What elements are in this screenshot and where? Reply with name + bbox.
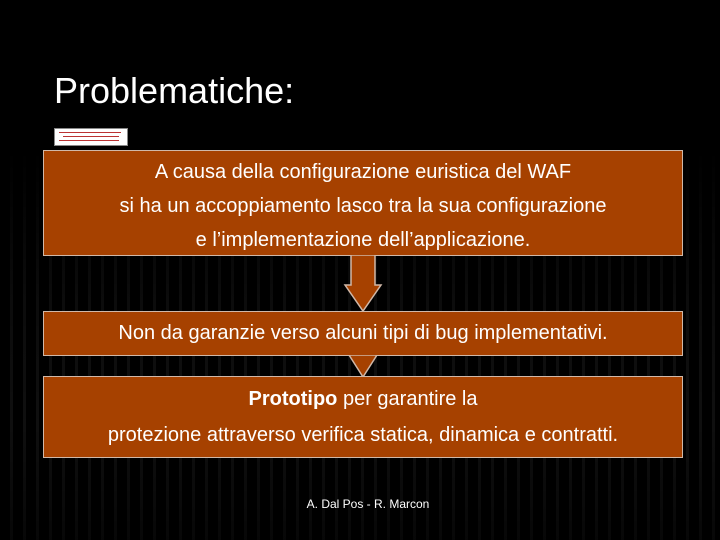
solution-line-2: protezione attraverso verifica statica, …: [107, 424, 619, 446]
problem-line-1: A causa della configurazione euristica d…: [154, 161, 572, 183]
solution-line-1: Prototipo per garantire la: [44, 381, 682, 417]
down-arrow-icon: [348, 355, 378, 379]
down-arrow-icon: [343, 255, 383, 313]
problem-line-3: e l’implementazione dell’applicazione.: [195, 229, 531, 251]
logo-line: [63, 136, 119, 137]
logo-line: [59, 140, 119, 141]
solution-box: Prototipo per garantire la protezione at…: [43, 376, 683, 458]
problem-line-2: si ha un accoppiamento lasco tra la sua …: [119, 195, 607, 217]
limitation-text: Non da garanzie verso alcuni tipi di bug…: [118, 322, 608, 344]
logo-line: [59, 132, 121, 133]
slide-title: Problematiche:: [54, 70, 295, 111]
footer-authors: A. Dal Pos - R. Marcon: [306, 497, 430, 511]
limitation-box: Non da garanzie verso alcuni tipi di bug…: [43, 311, 683, 356]
logo-image: [54, 128, 128, 146]
solution-bold-word: Prototipo: [248, 388, 338, 410]
problem-box: A causa della configurazione euristica d…: [43, 150, 683, 256]
solution-line-1-rest: per garantire la: [337, 388, 478, 410]
